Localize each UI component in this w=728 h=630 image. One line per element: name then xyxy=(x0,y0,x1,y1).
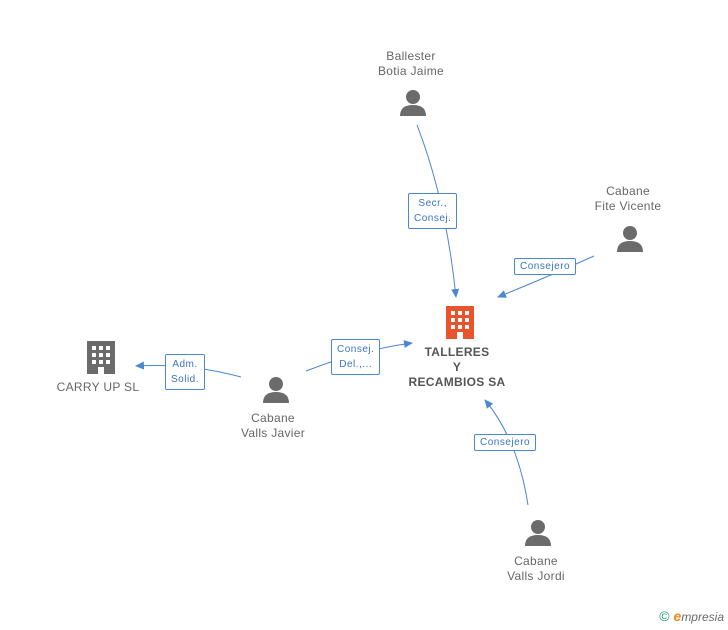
brand-initial: e xyxy=(673,608,682,624)
carry-up-building-icon[interactable] xyxy=(87,341,115,374)
central-name-line3: RECAMBIOS SA xyxy=(408,375,506,389)
empresia-watermark: ©empresia xyxy=(659,608,724,624)
edge-label-ballester-line1: Secr., xyxy=(418,198,447,209)
jordi-name-line2: Valls Jordi xyxy=(507,569,565,583)
jordi-name-line1: Cabane xyxy=(514,554,558,568)
ballester-person-icon[interactable] xyxy=(400,90,426,116)
fite-name-line2: Fite Vicente xyxy=(594,199,662,213)
javier-label[interactable]: Cabane Valls Javier xyxy=(241,411,305,441)
ballester-label[interactable]: Ballester Botia Jaime xyxy=(378,49,444,79)
edge-label-ballester-line2: Consej. xyxy=(414,213,452,224)
central-company-label[interactable]: TALLERES Y RECAMBIOS SA xyxy=(409,345,506,390)
edge-label-jordi-role: Consejero xyxy=(474,434,537,451)
edge-label-fite-text: Consejero xyxy=(520,261,571,272)
jordi-person-icon[interactable] xyxy=(525,520,551,546)
javier-name-line2: Valls Javier xyxy=(240,426,306,440)
ballester-name-line1: Ballester xyxy=(386,49,436,63)
edge-label-javier-carry-line1: Adm. xyxy=(172,359,198,370)
copyright-icon: © xyxy=(659,608,670,624)
carry-up-label[interactable]: CARRY UP SL xyxy=(57,380,140,395)
edge-label-jordi-text: Consejero xyxy=(480,437,531,448)
edge-label-javier-carry-role: Adm. Solid. xyxy=(165,354,206,390)
central-company-building-icon[interactable] xyxy=(446,306,474,339)
central-name-line2: Y xyxy=(452,360,462,374)
edge-label-javier-central-line1: Consej. xyxy=(337,344,375,355)
edge-fite-to-central xyxy=(497,255,595,298)
edge-jordi-to-central xyxy=(484,399,529,506)
carry-up-name: CARRY UP SL xyxy=(56,380,140,394)
edge-label-javier-central-role: Consej. Del.,... xyxy=(331,339,381,375)
fite-label[interactable]: Cabane Fite Vicente xyxy=(595,184,662,214)
edge-label-ballester-role: Secr., Consej. xyxy=(408,193,458,229)
central-name-line1: TALLERES xyxy=(424,345,490,359)
fite-name-line1: Cabane xyxy=(606,184,650,198)
javier-name-line1: Cabane xyxy=(251,411,295,425)
javier-person-icon[interactable] xyxy=(263,377,289,403)
brand-name: mpresia xyxy=(681,610,724,624)
ballester-name-line2: Botia Jaime xyxy=(378,64,444,78)
edge-label-javier-carry-line2: Solid. xyxy=(171,374,200,385)
fite-person-icon[interactable] xyxy=(617,226,643,252)
jordi-label[interactable]: Cabane Valls Jordi xyxy=(507,554,565,584)
edge-label-javier-central-line2: Del.,... xyxy=(339,359,373,370)
edge-label-fite-role: Consejero xyxy=(514,258,577,275)
